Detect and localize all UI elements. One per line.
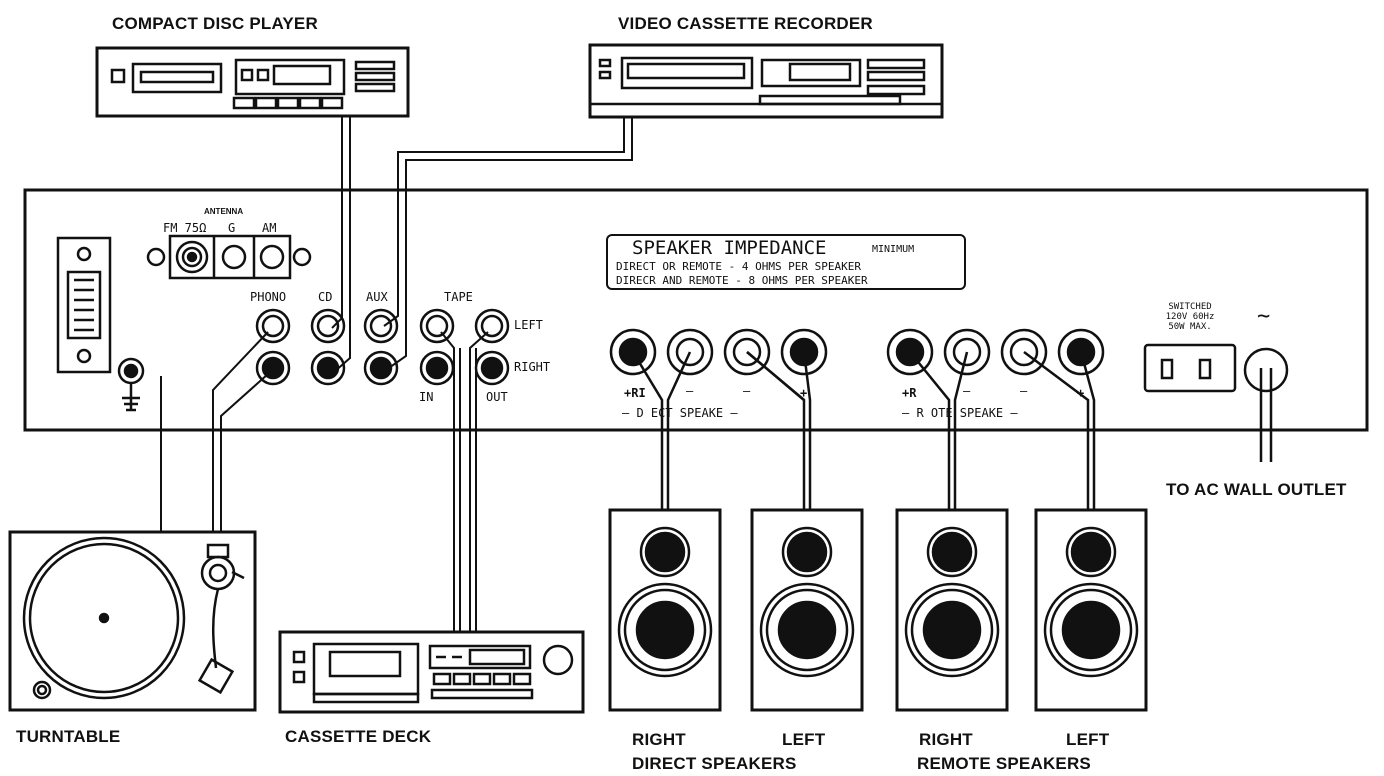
vcr-device (588, 43, 944, 119)
speaker-remote-right (895, 508, 1009, 712)
ground-terminal (117, 357, 145, 412)
cd-jacks (310, 308, 346, 386)
aux-label: AUX (366, 290, 388, 304)
switched-outlet-label: SWITCHED 120V 60Hz 50W MAX. (1150, 302, 1230, 332)
receiver-rear-panel (23, 188, 1369, 432)
cd-player-label: COMPACT DISC PLAYER (112, 14, 318, 33)
am-label: AM (262, 221, 277, 235)
speaker-impedance-box: SPEAKER IMPEDANCE MINIMUM DIRECT OR REMO… (606, 234, 966, 290)
antenna-terminals (146, 234, 312, 280)
fm-label: FM 75Ω (163, 221, 207, 235)
phono-jacks (255, 308, 291, 386)
cd-label: CD (318, 290, 333, 304)
direct-plus-right-label: +RI (624, 386, 646, 400)
remote-speakers-group-label: REMOTE SPEAKERS (917, 754, 1091, 773)
left-channel-label: LEFT (514, 318, 543, 332)
impedance-line-2: DIRECR AND REMOTE - 8 OHMS PER SPEAKER (616, 274, 868, 287)
tape-in-jacks (419, 308, 455, 386)
tape-label: TAPE (444, 290, 473, 304)
direct-speaker-terminals (609, 328, 828, 376)
remote-minus-2-label: — (1020, 384, 1028, 398)
impedance-title: SPEAKER IMPEDANCE (632, 237, 827, 259)
ac-symbol: ~ (1257, 304, 1271, 329)
antenna-label: ANTENNA (204, 207, 244, 216)
direct-left-label: LEFT (782, 730, 826, 749)
remote-right-label: RIGHT (919, 730, 973, 749)
switched-line-1: SWITCHED (1168, 302, 1212, 312)
turntable-device (8, 530, 257, 712)
direct-minus-1-label: — (686, 384, 694, 398)
remote-speakers-panel-label: — R OTE SPEAKE — (902, 406, 1018, 420)
switched-line-3: 50W MAX. (1168, 322, 1212, 332)
cables (160, 116, 633, 632)
direct-right-label: RIGHT (632, 730, 686, 749)
switched-outlet (1143, 343, 1237, 393)
cd-player-device (95, 46, 410, 118)
g-label: G (228, 221, 236, 235)
ac-outlet-label: TO AC WALL OUTLET (1166, 480, 1347, 499)
right-channel-label: RIGHT (514, 360, 551, 374)
remote-left-label: LEFT (1066, 730, 1110, 749)
switched-line-2: 120V 60Hz (1165, 312, 1215, 322)
impedance-line-1: DIRECT OR REMOTE - 4 OHMS PER SPEAKER (616, 260, 862, 273)
speaker-direct-right (608, 508, 722, 712)
phono-label: PHONO (250, 290, 287, 304)
speaker-direct-left (750, 508, 864, 712)
ground-bracket (56, 236, 112, 374)
remote-plus-label: + (1077, 386, 1085, 400)
turntable-label: TURNTABLE (16, 727, 121, 746)
remote-minus-1-label: — (963, 384, 971, 398)
aux-jacks (363, 308, 399, 386)
direct-plus-label: + (800, 386, 808, 400)
tape-out-jacks (474, 308, 510, 386)
direct-speakers-panel-label: — D ECT SPEAKE — (622, 406, 738, 420)
speaker-remote-left (1034, 508, 1148, 712)
remote-speaker-terminals (886, 328, 1105, 376)
tape-in-label: IN (419, 390, 434, 404)
remote-plus-right-label: +R (902, 386, 917, 400)
impedance-minimum: MINIMUM (872, 244, 915, 255)
cassette-deck-label: CASSETTE DECK (285, 727, 432, 746)
direct-speakers-group-label: DIRECT SPEAKERS (632, 754, 797, 773)
cassette-deck-device (278, 630, 585, 714)
direct-minus-2-label: — (743, 384, 751, 398)
tape-out-label: OUT (486, 390, 508, 404)
speaker-wires (631, 351, 1096, 510)
vcr-label: VIDEO CASSETTE RECORDER (618, 14, 873, 33)
ac-power-cord (1243, 347, 1289, 462)
